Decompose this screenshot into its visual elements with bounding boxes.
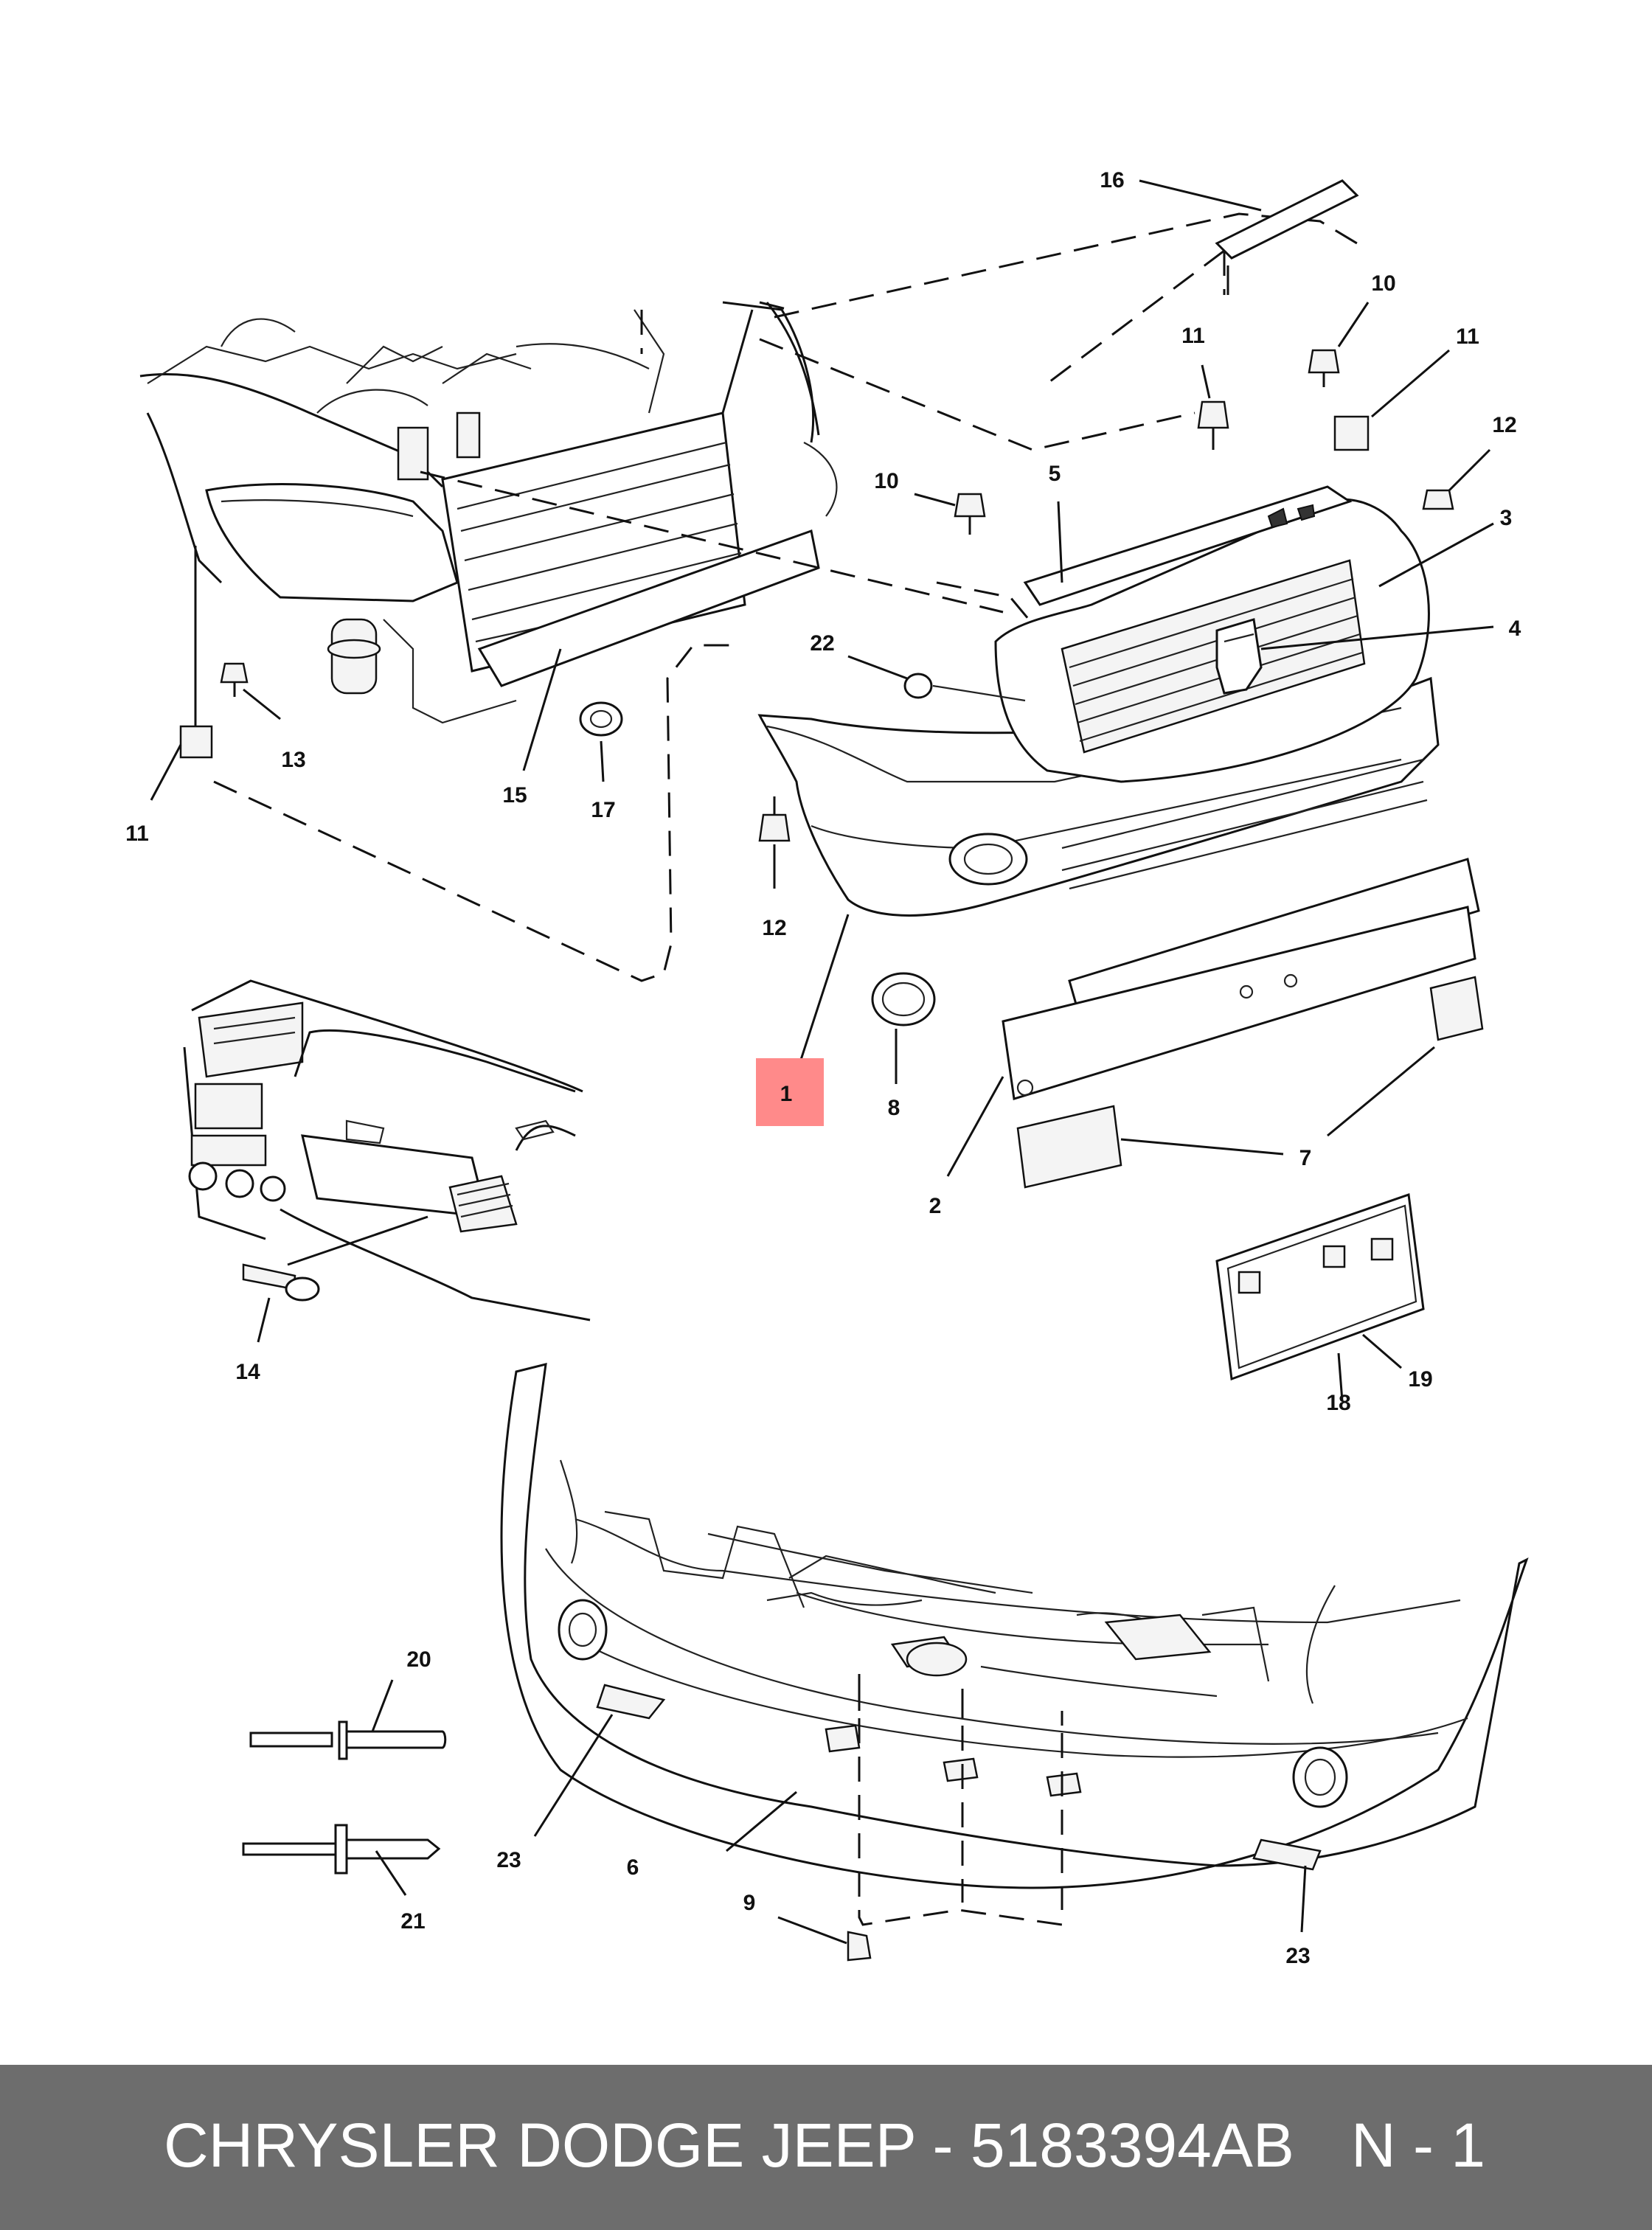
callout-23-left: 23 <box>496 1848 521 1872</box>
callout-17: 17 <box>591 798 615 822</box>
callout-1: 1 <box>780 1082 793 1106</box>
bracket-7-right <box>1429 976 1484 1041</box>
bracket-7-left <box>1016 1105 1122 1189</box>
instrument-panel <box>183 979 591 1321</box>
clip-11-right <box>1333 415 1370 451</box>
callout-21: 21 <box>400 1909 425 1934</box>
pin-22 <box>903 673 933 699</box>
bolt-10-center <box>954 493 986 518</box>
absorber-assembly <box>1002 858 1484 1189</box>
footer-title: CHRYSLER DODGE JEEP - 5183394AB <box>164 2111 1294 2180</box>
callout-11-center: 11 <box>1181 324 1205 348</box>
callout-2: 2 <box>929 1194 942 1218</box>
callout-13: 13 <box>281 748 305 772</box>
rivet-21-shaft <box>242 1842 341 1856</box>
rivets <box>242 1720 447 1875</box>
callout-12-right: 12 <box>1492 413 1516 437</box>
parts-diagram: 1 2 3 4 5 6 7 8 9 10 10 11 11 11 12 12 1… <box>125 168 1529 1968</box>
rivet-20-shaft <box>249 1731 333 1748</box>
bracket-23-left <box>596 1684 666 1720</box>
callout-11-right: 11 <box>1456 324 1479 349</box>
callout-3: 3 <box>1500 506 1513 530</box>
callout-labels: 1 2 3 4 5 6 7 8 9 10 10 11 11 11 12 12 1… <box>125 168 1521 1968</box>
fastener-13 <box>220 662 249 684</box>
callout-11-left: 11 <box>125 822 149 846</box>
clip-11-left <box>179 725 213 759</box>
engine-bay-assembly <box>139 301 838 759</box>
callout-7: 7 <box>1299 1146 1312 1170</box>
strip-16-shape <box>1215 179 1359 260</box>
bolt-11-center <box>1197 400 1229 429</box>
callout-5: 5 <box>1049 462 1061 486</box>
callout-16: 16 <box>1100 168 1124 192</box>
cap-8-shape <box>871 972 936 1027</box>
headlamp-shape <box>205 483 459 602</box>
callout-1-highlight <box>756 1058 824 1126</box>
emblem-4-shape <box>1215 618 1263 695</box>
screw-12-left <box>758 813 791 842</box>
callout-12-left: 12 <box>762 916 786 940</box>
grommet-17 <box>579 701 623 737</box>
callout-14: 14 <box>235 1360 260 1384</box>
footer-page-number: N - 1 <box>1351 2111 1486 2180</box>
lower-bumper-assembly <box>500 1363 1529 1962</box>
callout-15: 15 <box>502 783 527 807</box>
callout-10-right: 10 <box>1371 271 1395 296</box>
screw-12-right <box>1422 489 1454 510</box>
license-bracket-assembly <box>1215 1192 1425 1381</box>
reinforcement-shape <box>477 529 820 687</box>
bumper-support-6-shape <box>500 1363 1529 1889</box>
footer-bar: CHRYSLER DODGE JEEP - 5183394AB N - 1 <box>0 2065 1652 2230</box>
callout-19: 19 <box>1408 1367 1432 1392</box>
leader-lines <box>150 179 1494 1945</box>
callout-10-center: 10 <box>874 469 898 493</box>
bolt-10-right <box>1308 349 1340 374</box>
callout-6: 6 <box>627 1855 639 1880</box>
callout-8: 8 <box>888 1096 900 1120</box>
bracket-23-right <box>1252 1838 1322 1871</box>
callout-23-right: 23 <box>1285 1944 1310 1968</box>
beam-2-shape <box>1002 906 1476 1100</box>
callout-20: 20 <box>406 1647 431 1672</box>
front-fascia-assembly <box>757 179 1454 1027</box>
callout-22: 22 <box>810 631 834 656</box>
bolt-9-shape <box>847 1931 872 1962</box>
callout-18: 18 <box>1326 1391 1350 1415</box>
callout-9: 9 <box>743 1891 756 1915</box>
callout-4: 4 <box>1509 616 1521 641</box>
